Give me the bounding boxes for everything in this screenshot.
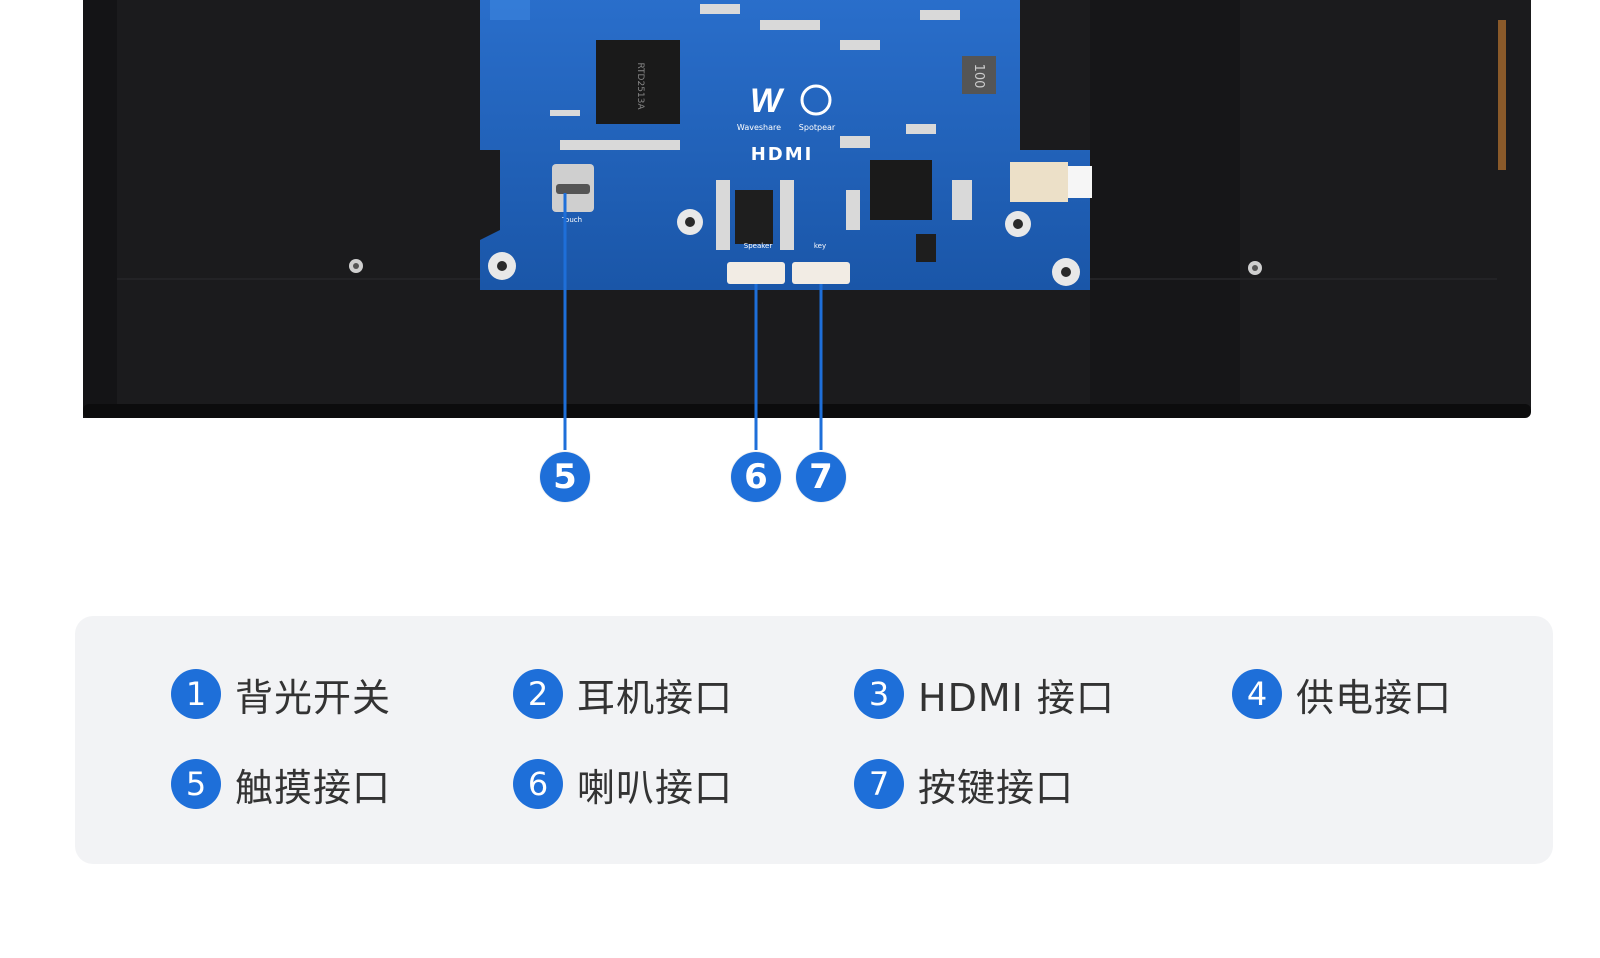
- chip-label: RTD2513A: [635, 62, 645, 110]
- port-key-label: key: [814, 242, 826, 250]
- legend-label: 背光开关: [235, 675, 392, 720]
- callout-7: 7: [796, 452, 846, 502]
- legend-number: 4: [1232, 669, 1282, 719]
- legend-number: 3: [854, 669, 904, 719]
- callout-lines: [563, 193, 823, 450]
- legend-item-touch-port: 5 触摸接口: [171, 758, 391, 810]
- pcb-board: RTD2513A 100: [480, 0, 1090, 290]
- legend-label: 喇叭接口: [577, 765, 734, 810]
- legend-number: 1: [171, 669, 221, 719]
- legend-label: 触摸接口: [235, 765, 392, 810]
- product-photo: RTD2513A 100: [83, 0, 1531, 450]
- legend-item-headphone-port: 2 耳机接口: [513, 668, 733, 720]
- legend-item-key-port: 7 按键接口: [854, 758, 1074, 810]
- legend-item-speaker-port: 6 喇叭接口: [513, 758, 733, 810]
- hdmi-mark: HDMI: [751, 144, 814, 165]
- svg-text:W: W: [750, 82, 785, 120]
- legend-label: 按键接口: [918, 765, 1075, 810]
- port-speaker-label: Speaker: [744, 242, 773, 250]
- inductor-label: 100: [971, 64, 986, 89]
- legend-item-backlight-switch: 1 背光开关: [171, 668, 391, 720]
- legend-number: 7: [854, 759, 904, 809]
- legend-label: HDMI 接口: [918, 675, 1115, 720]
- fpc-connector: [1010, 162, 1068, 202]
- callout-5: 5: [540, 452, 590, 502]
- display-board-illustration: RTD2513A 100: [83, 0, 1531, 450]
- legend-item-hdmi-port: 3 HDMI 接口: [854, 668, 1115, 720]
- brand-spotpear-label: Spotpear: [799, 123, 836, 132]
- legend-number: 6: [513, 759, 563, 809]
- legend-item-power-port: 4 供电接口: [1232, 668, 1452, 720]
- legend-label: 供电接口: [1296, 675, 1453, 720]
- legend-number: 5: [171, 759, 221, 809]
- legend-number: 2: [513, 669, 563, 719]
- port-touch-label: Touch: [561, 216, 582, 224]
- interface-legend: 1 背光开关 2 耳机接口 3 HDMI 接口 4 供电接口 5 触摸接口 6 …: [75, 616, 1553, 864]
- callout-6: 6: [731, 452, 781, 502]
- legend-label: 耳机接口: [577, 675, 734, 720]
- brand-waveshare-label: Waveshare: [737, 123, 781, 132]
